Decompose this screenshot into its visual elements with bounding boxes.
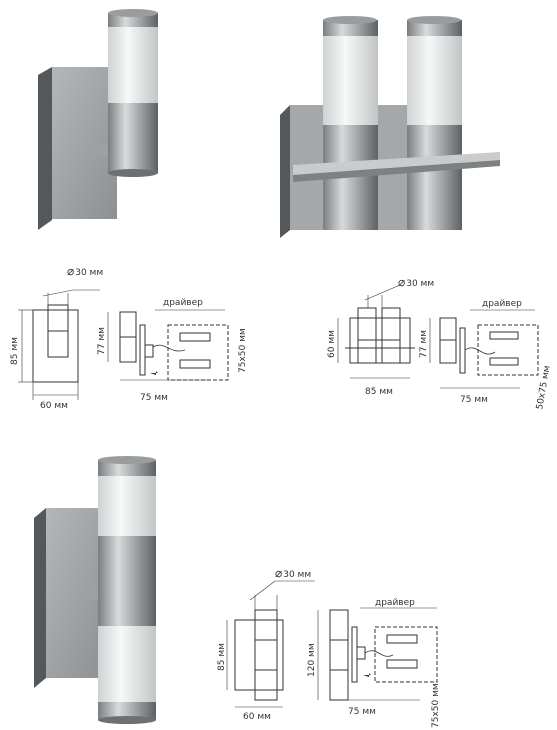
glass-shade-right	[407, 30, 462, 130]
metal-body	[108, 103, 158, 173]
dimension-diagram-3: ⌀30 мм 85 мм 60 мм 120 мм драйвер 75 мм …	[217, 566, 441, 728]
depth-label: 75 мм	[460, 395, 488, 405]
box-size-label: 50x75 мм	[535, 365, 553, 411]
product-photo-updown-lamp	[34, 456, 156, 724]
diameter-label: ⌀30 мм	[275, 566, 311, 580]
dimension-diagram-1: ⌀30 мм 85 мм 60 мм 77 мм 75 мм драйвер 7…	[10, 264, 248, 410]
width-label: 60 мм	[40, 401, 68, 410]
box-size-label: 75x50 мм	[431, 683, 441, 728]
front-plate	[32, 309, 79, 383]
shelf-bracket	[293, 152, 500, 175]
dimension-diagram-2: ⌀30 мм 60 мм 85 мм 77 мм драйвер 75 мм 5…	[327, 275, 553, 411]
width-label: 85 мм	[365, 387, 393, 397]
width-label: 60 мм	[243, 712, 271, 722]
depth-label: 75 мм	[140, 393, 168, 403]
product-photo-single-lamp	[38, 9, 158, 230]
glass-shade-top	[98, 476, 156, 538]
depth-label: 75 мм	[348, 707, 376, 717]
height-label: 60 мм	[327, 330, 337, 358]
side-height-label: 77 мм	[97, 327, 107, 355]
side-height-label: 77 мм	[419, 330, 429, 358]
glass-shade	[108, 20, 158, 105]
driver-label: драйвер	[375, 598, 415, 608]
diameter-label: ⌀30 мм	[67, 264, 103, 278]
side-height-label: 120 мм	[307, 643, 317, 677]
top-cap	[108, 13, 158, 27]
height-label: 85 мм	[10, 337, 20, 365]
height-label: 85 мм	[217, 643, 227, 671]
metal-body	[98, 536, 156, 628]
wall-plate	[52, 67, 117, 219]
driver-label: драйвер	[482, 299, 522, 309]
glass-shade-left	[323, 30, 378, 130]
wall-plate-side	[38, 67, 52, 230]
diameter-label: ⌀30 мм	[398, 275, 434, 289]
box-size-label: 75x50 мм	[238, 328, 248, 373]
product-photo-double-lamp	[280, 16, 500, 238]
driver-label: драйвер	[163, 298, 203, 308]
glass-shade-bottom	[98, 626, 156, 704]
